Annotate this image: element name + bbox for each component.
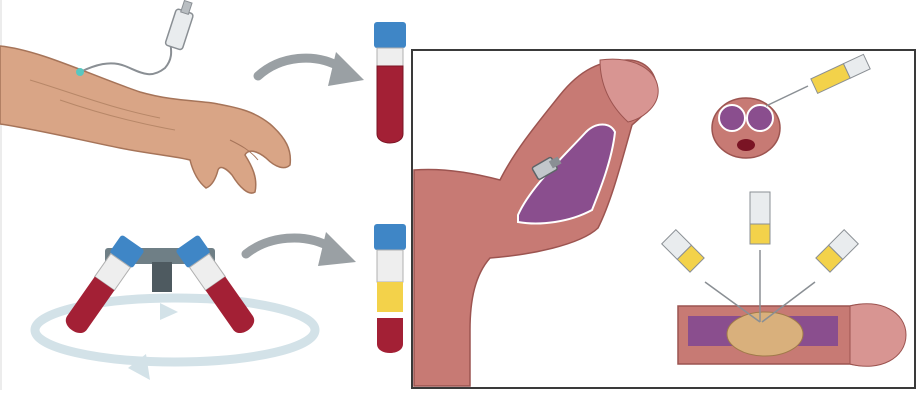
blood-tube-whole [374, 22, 406, 143]
syringe-fill [750, 224, 770, 244]
tube-neck [377, 48, 403, 66]
corpus-right [747, 105, 773, 131]
syringe-center [750, 192, 770, 244]
rotor-shaft [152, 262, 172, 292]
tube-plasma-layer [377, 282, 403, 312]
tube-cap [374, 22, 406, 48]
tube-cap [374, 224, 406, 250]
tube-buffy-coat [377, 312, 403, 318]
plaque [727, 312, 803, 356]
tube-red-cells [377, 318, 403, 353]
syringe-barrel [750, 192, 770, 224]
urethra [737, 139, 755, 151]
left-panel-background [0, 0, 410, 390]
tube-neck [377, 250, 403, 282]
right-panel [412, 50, 915, 388]
left-panel [0, 0, 410, 390]
needle-insertion-point [76, 68, 84, 76]
corpus-left [719, 105, 745, 131]
tube-blood [377, 66, 403, 143]
blood-tube-separated [374, 224, 406, 353]
